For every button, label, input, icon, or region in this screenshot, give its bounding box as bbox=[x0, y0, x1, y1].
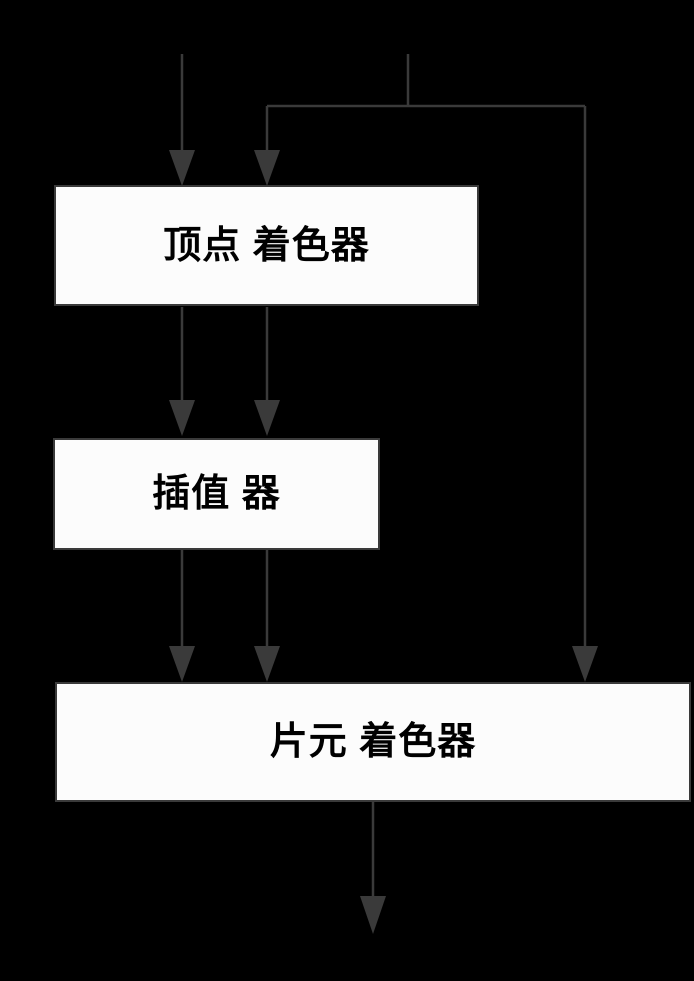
arrowhead-icon bbox=[169, 400, 195, 436]
arrowhead-icon bbox=[169, 646, 195, 682]
edge-interpolator-to-fragment-shader-1 bbox=[169, 550, 195, 682]
edge-vertex-shader-to-interpolator-1 bbox=[169, 307, 195, 436]
arrowhead-icon bbox=[360, 896, 386, 934]
arrowhead-icon bbox=[169, 150, 195, 186]
edge-interpolator-to-fragment-shader-2 bbox=[254, 550, 280, 682]
arrowhead-icon bbox=[254, 400, 280, 436]
fragment-shader-label: 片元 着色器 bbox=[269, 721, 477, 763]
arrowhead-icon bbox=[254, 150, 280, 186]
edge-input-left-to-vertex-shader bbox=[169, 54, 195, 186]
arrowhead-icon bbox=[572, 646, 598, 682]
edge-fragment-shader-to-output bbox=[360, 802, 386, 934]
edge-input-right-to-fragment-shader bbox=[572, 106, 598, 682]
edge-input-right-branch bbox=[254, 54, 585, 186]
node-fragment-shader: 片元 着色器 bbox=[55, 682, 691, 802]
vertex-shader-label: 顶点 着色器 bbox=[163, 224, 370, 267]
node-vertex-shader: 顶点 着色器 bbox=[54, 185, 479, 306]
node-interpolator: 插值 器 bbox=[53, 438, 380, 550]
edge-vertex-shader-to-interpolator-2 bbox=[254, 307, 280, 436]
arrowhead-icon bbox=[254, 646, 280, 682]
interpolator-label: 插值 器 bbox=[152, 473, 281, 515]
